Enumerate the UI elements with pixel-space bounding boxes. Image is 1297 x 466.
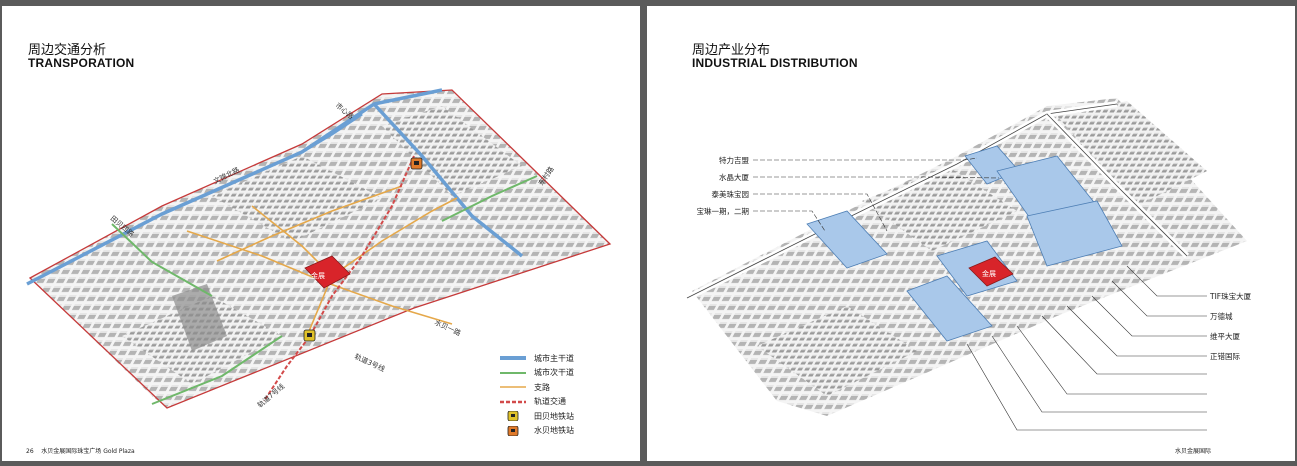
arterial-road-east	[372, 102, 524, 258]
callout-baolin: 宝琳一期，二期	[696, 207, 750, 216]
station-shuibei-icon	[410, 157, 423, 170]
site-label: 金展	[311, 271, 325, 280]
legend-label: 支路	[534, 382, 550, 392]
callout-tif: TIF珠宝大厦	[1210, 292, 1252, 301]
legend-swatch-main-road	[500, 353, 526, 363]
road-label-metro3: 轨道3号线	[353, 352, 386, 374]
leader-line	[1066, 305, 1207, 357]
leader-line	[1016, 325, 1207, 395]
dense-block-north	[862, 166, 1017, 251]
page-title-cn: 周边产业分布	[692, 43, 771, 58]
tower-cluster	[172, 284, 227, 351]
leader-line	[1126, 265, 1207, 297]
secondary-road-south	[151, 335, 283, 405]
page-gutter	[640, 0, 647, 466]
page-title-en: TRANSPORATION	[28, 56, 135, 70]
branch-road-4	[216, 185, 403, 262]
page-title-en: INDUSTRIAL DISTRIBUTION	[692, 56, 858, 70]
page-footer: 26 水贝金展国际珠宝广场 Gold Plaza	[26, 446, 135, 455]
leader-lines-right	[966, 265, 1207, 431]
industrial-zone-south	[906, 275, 993, 342]
callout-shuijing: 水晶大厦	[719, 173, 749, 182]
leader-line	[753, 210, 826, 232]
callout-taimei: 泰美珠宝园	[711, 190, 750, 199]
callout-weiping: 维平大厦	[1210, 332, 1240, 341]
secondary-road-west	[111, 223, 213, 297]
legend-item: 水贝地铁站	[500, 424, 574, 439]
leader-line	[1041, 315, 1207, 375]
site-block	[304, 255, 351, 289]
leader-line	[753, 176, 1000, 179]
industrial-zone-taimei	[1026, 200, 1123, 267]
road-outline	[686, 103, 1118, 299]
legend-item: 城市主干道	[500, 351, 574, 366]
page-number: 26	[26, 448, 34, 455]
site-block	[968, 256, 1014, 287]
station-tianbei-icon	[303, 329, 316, 342]
secondary-road-east	[441, 175, 538, 222]
industrial-map: 金展	[685, 98, 1247, 431]
dense-block-east	[1057, 101, 1207, 206]
transportation-map: 金展 市心路 文锦北路 田贝四路 东村路 水贝一路 轨道3号线 轨道7号线	[26, 88, 612, 410]
callout-zhengcuo: 正错国际	[1210, 352, 1240, 361]
legend-label: 田贝地铁站	[534, 411, 574, 421]
callout-telijimeng: 特力吉盟	[719, 156, 749, 165]
page-transportation: 周边交通分析 TRANSPORATION	[2, 6, 640, 461]
leader-lines-left	[753, 157, 1000, 232]
leader-line	[753, 193, 888, 232]
legend-label: 轨道交通	[534, 397, 566, 407]
leader-line	[991, 335, 1207, 413]
leader-line	[1091, 295, 1207, 337]
legend-item: 城市次干道	[500, 366, 574, 381]
dense-block-north	[212, 156, 382, 242]
road-label-metro7: 轨道7号线	[256, 382, 287, 410]
legend-swatch-branch-road	[500, 382, 526, 392]
dense-block-south	[757, 306, 917, 396]
arterial-road-link	[301, 112, 363, 154]
legend-item: 轨道交通	[500, 395, 574, 410]
metro-line	[263, 155, 415, 402]
page-industrial: 周边产业分布 INDUSTRIAL DISTRIBUTION	[647, 6, 1295, 461]
road-label-shuibei: 水贝一路	[433, 318, 462, 338]
footer-text: 水贝金展国际珠宝广场 Gold Plaza	[41, 448, 135, 455]
legend-label: 城市次干道	[534, 368, 574, 378]
legend-swatch-secondary-road	[500, 368, 526, 378]
leader-line	[966, 343, 1207, 431]
metro-station-icon	[500, 411, 526, 422]
industrial-zone-baolin	[806, 210, 888, 269]
road-outline-east	[1046, 113, 1188, 257]
legend-swatch-metro	[500, 397, 526, 407]
legend-label: 水贝地铁站	[534, 426, 574, 436]
metro-station-icon	[500, 425, 526, 436]
page-footer: 水贝金展国际	[1175, 448, 1212, 455]
leader-line	[1111, 280, 1207, 317]
site-label: 金展	[982, 269, 996, 278]
callout-wande: 万德城	[1210, 312, 1233, 321]
legend-item: 支路	[500, 380, 574, 395]
branch-road-3	[331, 197, 458, 277]
leader-line	[753, 157, 978, 161]
page-title-cn: 周边交通分析	[28, 43, 107, 58]
dense-block-east	[382, 106, 522, 196]
map-legend: 城市主干道 城市次干道 支路 轨道交通 田贝地铁站 水贝地铁站	[500, 351, 574, 438]
legend-item: 田贝地铁站	[500, 409, 574, 424]
site-boundary	[28, 89, 612, 409]
legend-label: 城市主干道	[534, 353, 574, 363]
